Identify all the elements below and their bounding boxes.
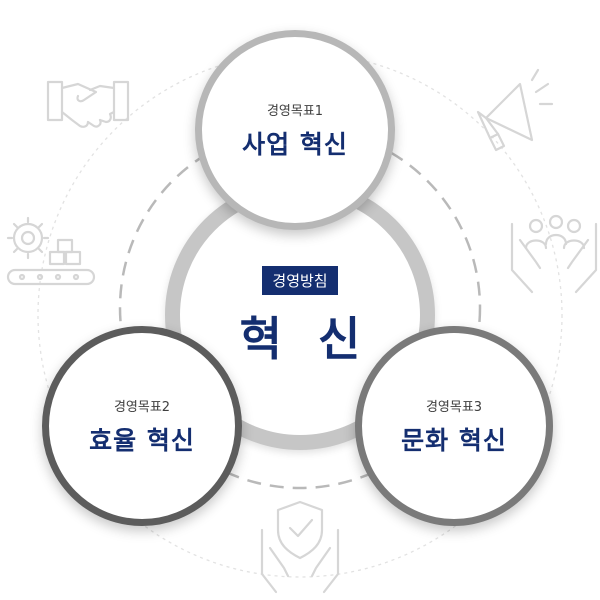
- policy-label-badge: 경영방침: [262, 265, 338, 295]
- goal-3-circle: 경영목표3 문화 혁신: [355, 326, 553, 526]
- hands-people-icon: [510, 214, 598, 294]
- goal-1-circle: 경영목표1 사업 혁신: [195, 30, 395, 230]
- goal-1-title: 사업 혁신: [242, 129, 348, 159]
- policy-title: 혁 신: [239, 311, 371, 366]
- gear-conveyor-icon: [6, 216, 96, 286]
- goal-2-label: 경영목표2: [113, 399, 171, 415]
- goal-1-label: 경영목표1: [266, 103, 324, 119]
- megaphone-icon: [476, 68, 554, 152]
- goal-3-title: 문화 혁신: [401, 425, 507, 455]
- inner-orbit: [118, 126, 482, 490]
- goal-3-label: 경영목표3: [425, 399, 483, 415]
- shield-check-hands-icon: [260, 500, 340, 594]
- handshake-icon: [46, 80, 130, 128]
- goal-2-circle: 경영목표2 효율 혁신: [42, 326, 242, 526]
- goal-2-title: 효율 혁신: [89, 425, 195, 455]
